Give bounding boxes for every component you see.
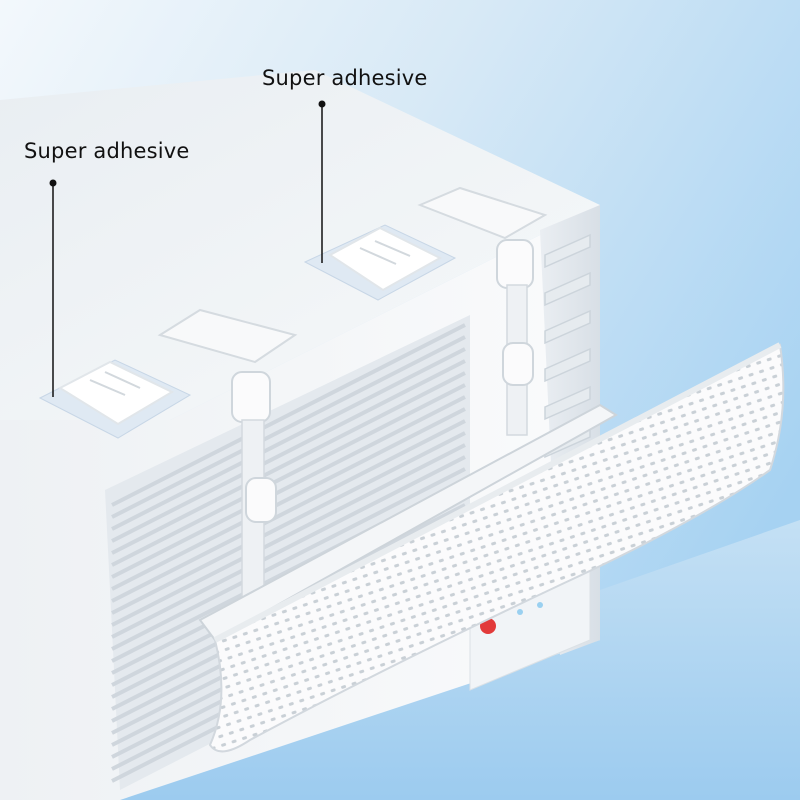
adhesive-pad-left xyxy=(38,359,192,439)
bracket-right xyxy=(417,186,548,436)
air-deflector-panel xyxy=(208,343,785,753)
callout-label-right: Super adhesive xyxy=(262,66,428,90)
ac-top-surface xyxy=(0,70,600,420)
adhesive-pad-right xyxy=(303,224,457,301)
bracket-left xyxy=(157,308,298,601)
callout-label-left: Super adhesive xyxy=(24,139,190,163)
deflector-rail xyxy=(198,403,618,642)
callout-leader-right xyxy=(318,100,326,263)
callout-leader-left xyxy=(49,179,57,397)
